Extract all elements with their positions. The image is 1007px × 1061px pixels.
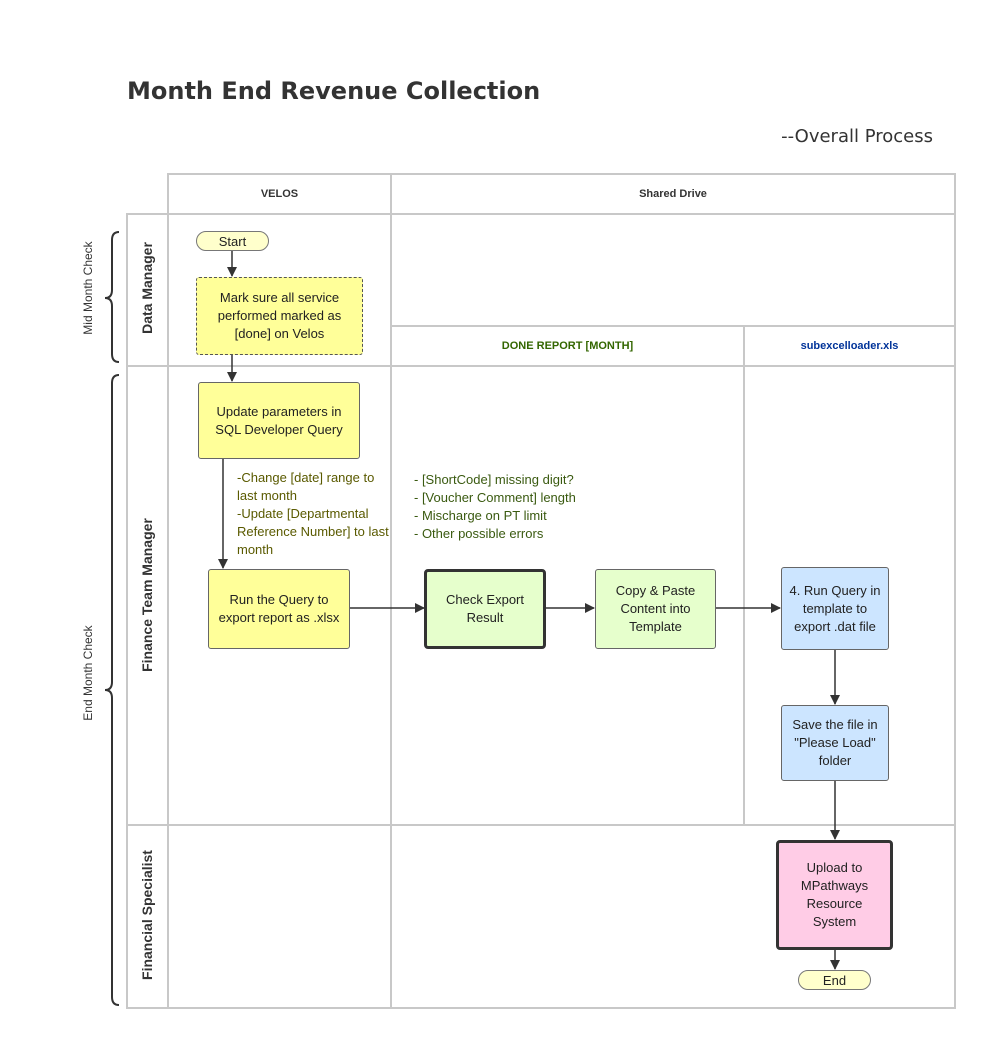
phase-label-mid-month: Mid Month Check xyxy=(81,241,95,335)
end-node: End xyxy=(798,970,871,990)
parameter-notes: -Change [date] range to last month -Upda… xyxy=(237,469,392,559)
column-header-subexcel: subexcelloader.xls xyxy=(800,340,899,352)
note-line: - Other possible errors xyxy=(414,526,544,541)
check-notes: - [ShortCode] missing digit? - [Voucher … xyxy=(414,471,614,543)
run-query-task: Run the Query to export report as .xlsx xyxy=(208,569,350,649)
column-header-done-report: DONE REPORT [MONTH] xyxy=(501,340,634,352)
save-file-task: Save the file in "Please Load" folder xyxy=(781,705,889,781)
phase-label-end-month: End Month Check xyxy=(81,625,95,721)
lane-label-data-manager: Data Manager xyxy=(139,242,155,334)
note-line: -Update [Departmental Reference Number] … xyxy=(237,506,389,557)
upload-task: Upload to MPathways Resource System xyxy=(776,840,893,950)
update-parameters-task: Update parameters in SQL Developer Query xyxy=(198,382,360,459)
column-header-shared-drive: Shared Drive xyxy=(639,188,707,200)
column-header-velos: VELOS xyxy=(260,188,299,200)
lane-label-finance-team-manager: Finance Team Manager xyxy=(139,518,155,672)
copy-paste-task: Copy & Paste Content into Template xyxy=(595,569,716,649)
page-subtitle: --Overall Process xyxy=(781,126,933,147)
mid-month-brace xyxy=(104,231,120,363)
note-line: - Mischarge on PT limit xyxy=(414,508,547,523)
run-template-query-task: 4. Run Query in template to export .dat … xyxy=(781,567,889,650)
note-line: - [Voucher Comment] length xyxy=(414,490,576,505)
lane-label-financial-specialist: Financial Specialist xyxy=(139,850,155,980)
note-line: -Change [date] range to last month xyxy=(237,470,375,503)
mark-done-task: Mark sure all service performed marked a… xyxy=(196,277,363,355)
start-node: Start xyxy=(196,231,269,251)
check-export-task: Check Export Result xyxy=(424,569,546,649)
end-month-brace xyxy=(104,374,120,1006)
page-title: Month End Revenue Collection xyxy=(127,77,541,105)
note-line: - [ShortCode] missing digit? xyxy=(414,472,574,487)
